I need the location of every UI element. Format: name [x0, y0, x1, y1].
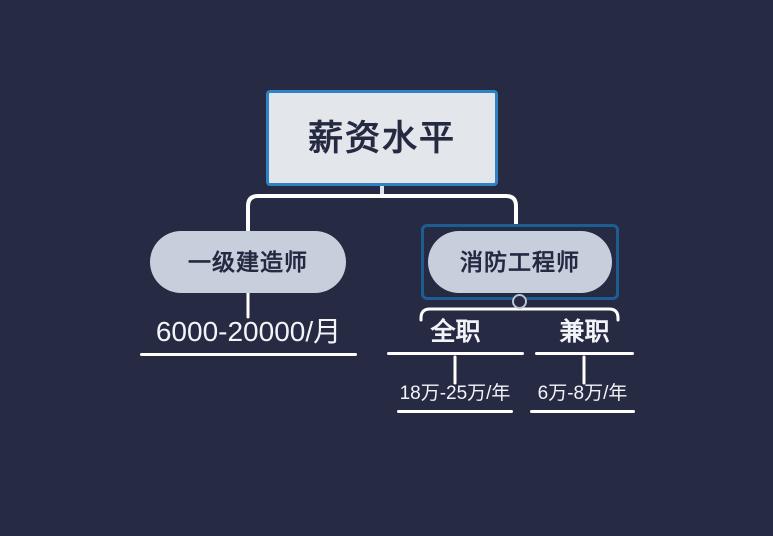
branch-node-xiaofang[interactable]: 消防工程师 [428, 231, 612, 293]
branch-node-jianzaoshi-label: 一级建造师 [188, 248, 308, 275]
leaf-node-parttime-label: 兼职 [559, 318, 610, 346]
branch-node-xiaofang-label: 消防工程师 [460, 248, 580, 275]
collapse-toggle-icon[interactable] [512, 294, 527, 309]
leaf-node-parttime[interactable]: 兼职 [535, 320, 634, 355]
root-node[interactable]: 薪资水平 [266, 90, 498, 186]
leaf-node-fulltime-salary[interactable]: 18万-25万/年 [397, 384, 513, 413]
leaf-underline [535, 352, 634, 355]
leaf-underline [530, 410, 635, 413]
leaf-node-parttime-salary-label: 6万-8万/年 [537, 383, 628, 404]
leaf-node-parttime-salary[interactable]: 6万-8万/年 [530, 384, 635, 413]
leaf-node-fulltime-salary-label: 18万-25万/年 [399, 383, 511, 404]
leaf-node-salary-month-label: 6000-20000/月 [155, 316, 342, 347]
branch-node-jianzaoshi[interactable]: 一级建造师 [150, 231, 346, 293]
leaf-underline [140, 353, 357, 356]
leaf-underline [387, 352, 524, 355]
leaf-node-fulltime-label: 全职 [430, 318, 481, 346]
leaf-node-fulltime[interactable]: 全职 [387, 320, 524, 355]
root-node-label: 薪资水平 [307, 118, 456, 158]
leaf-underline [397, 410, 513, 413]
leaf-node-salary-month[interactable]: 6000-20000/月 [140, 318, 357, 356]
